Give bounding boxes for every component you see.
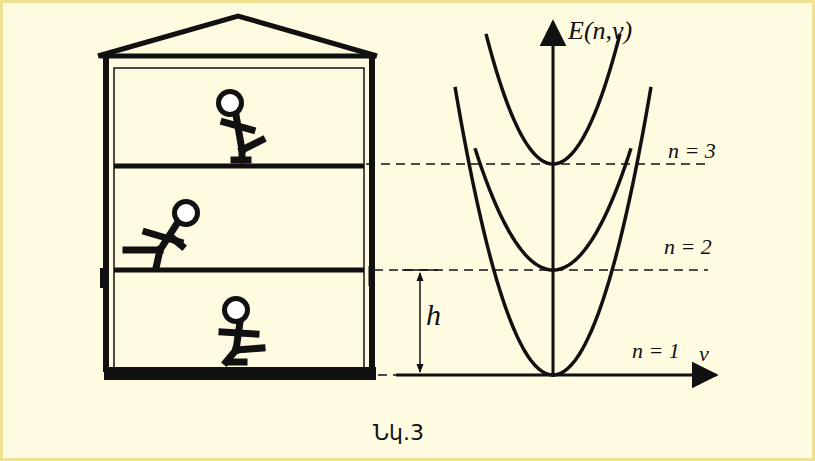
energy-curve bbox=[486, 34, 620, 164]
dimension-label: h bbox=[426, 300, 441, 330]
stick-figures bbox=[126, 89, 262, 362]
level-label: n = 2 bbox=[664, 236, 712, 258]
energy-curve bbox=[475, 148, 631, 270]
figure-caption: Նկ.3 bbox=[373, 422, 424, 444]
level-label: n = 3 bbox=[668, 140, 716, 162]
house bbox=[98, 16, 377, 380]
level-label: n = 1 bbox=[632, 340, 680, 362]
axis-label: E(n,v) bbox=[568, 18, 632, 44]
axis-label: v bbox=[699, 343, 709, 365]
energy-parabolas bbox=[455, 34, 651, 375]
axes bbox=[396, 22, 716, 377]
level-lines bbox=[366, 164, 708, 375]
energy-curve bbox=[455, 87, 651, 375]
